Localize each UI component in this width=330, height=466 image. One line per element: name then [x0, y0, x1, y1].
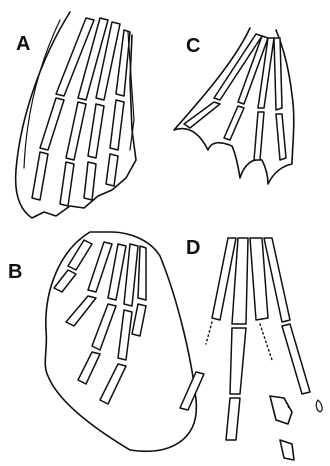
panel-c: C [174, 28, 294, 184]
panel-c-label: C [186, 35, 200, 57]
panel-d-fragment-1 [180, 372, 204, 410]
panel-a: A [16, 12, 136, 218]
panel-b-label: B [8, 261, 22, 283]
panel-d-digit-3-dotted [260, 324, 272, 360]
panel-d-digit-1-dotted [206, 322, 212, 344]
panel-a-label: A [16, 33, 30, 55]
panel-b: B [8, 232, 196, 451]
panel-d-digit-3 [250, 238, 268, 320]
panel-d-fragment-4 [316, 400, 322, 412]
panel-d-label: D [186, 237, 200, 259]
panel-d-fragment-3 [280, 440, 294, 460]
panel-d: D [180, 237, 322, 460]
panel-d-digit-4 [264, 238, 310, 394]
panel-d-fragment-2 [270, 396, 292, 424]
